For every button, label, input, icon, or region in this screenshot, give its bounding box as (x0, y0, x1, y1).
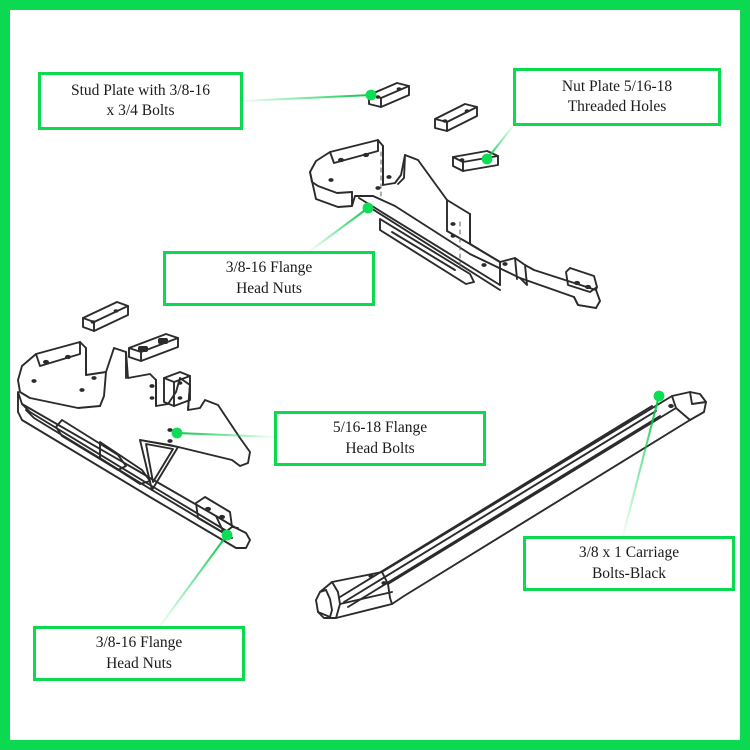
dot-flange-bolts (171, 427, 183, 439)
part-stud-plate-1 (82, 301, 129, 332)
callout-flange-head-nuts-lower-text: 3/8-16 Flange Head Nuts (95, 634, 183, 672)
callout-nut-plate-text: Nut Plate 5/16-18 Threaded Holes (561, 77, 673, 115)
leader-nut-plate (486, 125, 514, 160)
part-nut-plate-2 (434, 103, 478, 132)
leader-lines (159, 93, 661, 627)
callout-flange-head-nuts-upper[interactable]: 3/8-16 Flange Head Nuts (163, 251, 375, 306)
callout-stud-plate-text: Stud Plate with 3/8-16 x 3/4 Bolts (70, 81, 211, 119)
leader-flange-nuts-upper (309, 207, 369, 252)
part-nut-plate-3 (452, 150, 499, 172)
callout-stud-plate[interactable]: Stud Plate with 3/8-16 x 3/4 Bolts (38, 72, 243, 130)
callout-flange-head-nuts-upper-text: 3/8-16 Flange Head Nuts (225, 259, 313, 297)
dot-nut-plate (481, 153, 493, 165)
part-stud-plate-2 (128, 333, 179, 362)
dot-flange-nuts-upper (362, 202, 374, 214)
leader-endpoint-dots (171, 89, 665, 541)
part-cross-beam (315, 391, 707, 619)
leader-flange-nuts-lower (159, 534, 228, 627)
callout-carriage-bolts[interactable]: 3/8 x 1 Carriage Bolts-Black (523, 536, 735, 591)
part-stud-plate-3 (163, 371, 191, 407)
callout-nut-plate[interactable]: Nut Plate 5/16-18 Threaded Holes (513, 68, 721, 126)
callout-flange-head-bolts[interactable]: 5/16-18 Flange Head Bolts (274, 411, 486, 466)
part-upper-bracket (309, 139, 601, 309)
callout-carriage-bolts-text: 3/8 x 1 Carriage Bolts-Black (578, 544, 680, 582)
leader-flange-bolts (176, 431, 275, 439)
callout-flange-head-bolts-text: 5/16-18 Flange Head Bolts (332, 419, 428, 457)
dot-flange-nuts-lower (221, 529, 233, 541)
part-lower-bracket (17, 341, 251, 549)
callout-flange-head-nuts-lower[interactable]: 3/8-16 Flange Head Nuts (33, 626, 245, 681)
leader-stud-plate (242, 93, 372, 103)
dot-carriage-bolts (653, 390, 665, 402)
leader-carriage-bolts (621, 395, 661, 537)
dot-stud-plate (365, 89, 377, 101)
